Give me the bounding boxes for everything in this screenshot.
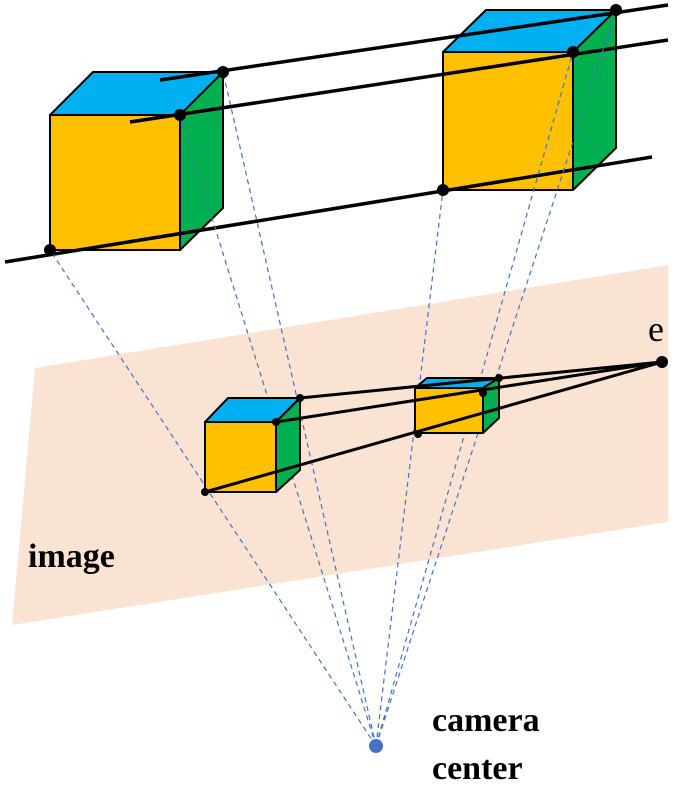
world-cube-right: [442, 9, 617, 191]
image-cube-left: [204, 397, 301, 493]
camera-label-line2: center: [432, 750, 523, 787]
image-points: [201, 374, 503, 496]
world-points: [44, 4, 622, 256]
epipole-label: e: [648, 309, 664, 349]
epipolar-lines: [204, 360, 663, 494]
image-label: image: [28, 538, 115, 575]
camera-label-line1: camera: [432, 702, 540, 739]
image-plane: [12, 265, 668, 625]
epipole-point: [656, 356, 668, 368]
world-cube-left: [49, 71, 224, 251]
camera-center-point: [369, 739, 383, 753]
